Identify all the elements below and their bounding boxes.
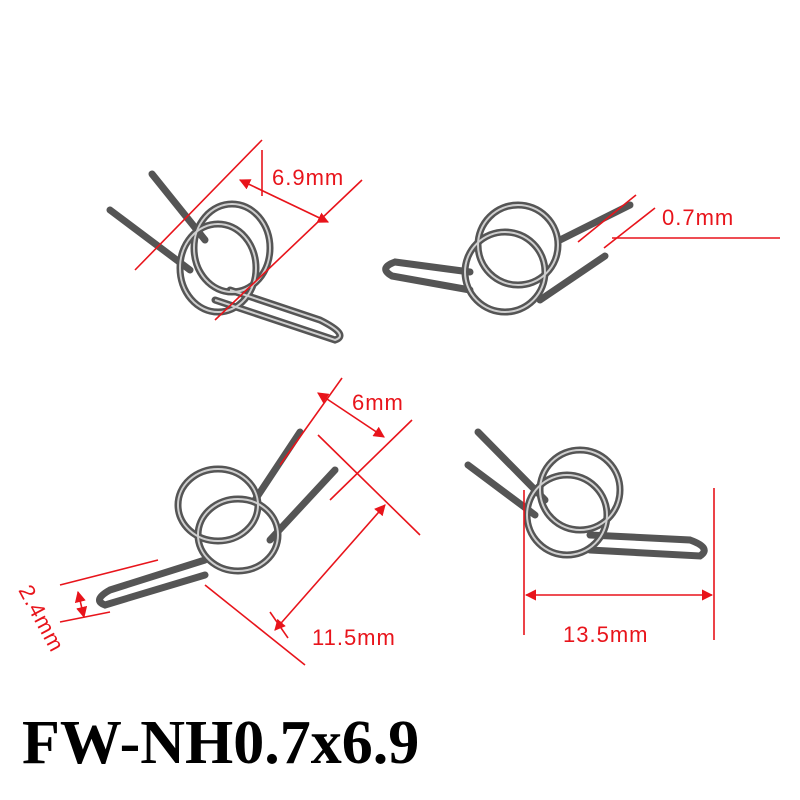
dimension-lines <box>59 139 780 666</box>
dimension-label-inner-span: 6mm <box>352 390 404 415</box>
dimension-label-leg-length: 11.5mm <box>312 625 396 650</box>
torsion-spring-3 <box>96 428 339 609</box>
torsion-spring-2 <box>382 201 634 316</box>
dimension-label-overall-length: 13.5mm <box>563 622 648 647</box>
dimension-label-leg-offset: 2.4mm <box>14 581 70 657</box>
dimension-label-wire-diameter: 0.7mm <box>662 205 734 230</box>
torsion-spring-4 <box>464 428 708 560</box>
dimension-label-coil-diameter: 6.9mm <box>272 165 344 190</box>
torsion-spring-1 <box>106 170 344 344</box>
model-number-title: FW-NH0.7x6.9 <box>22 709 420 777</box>
